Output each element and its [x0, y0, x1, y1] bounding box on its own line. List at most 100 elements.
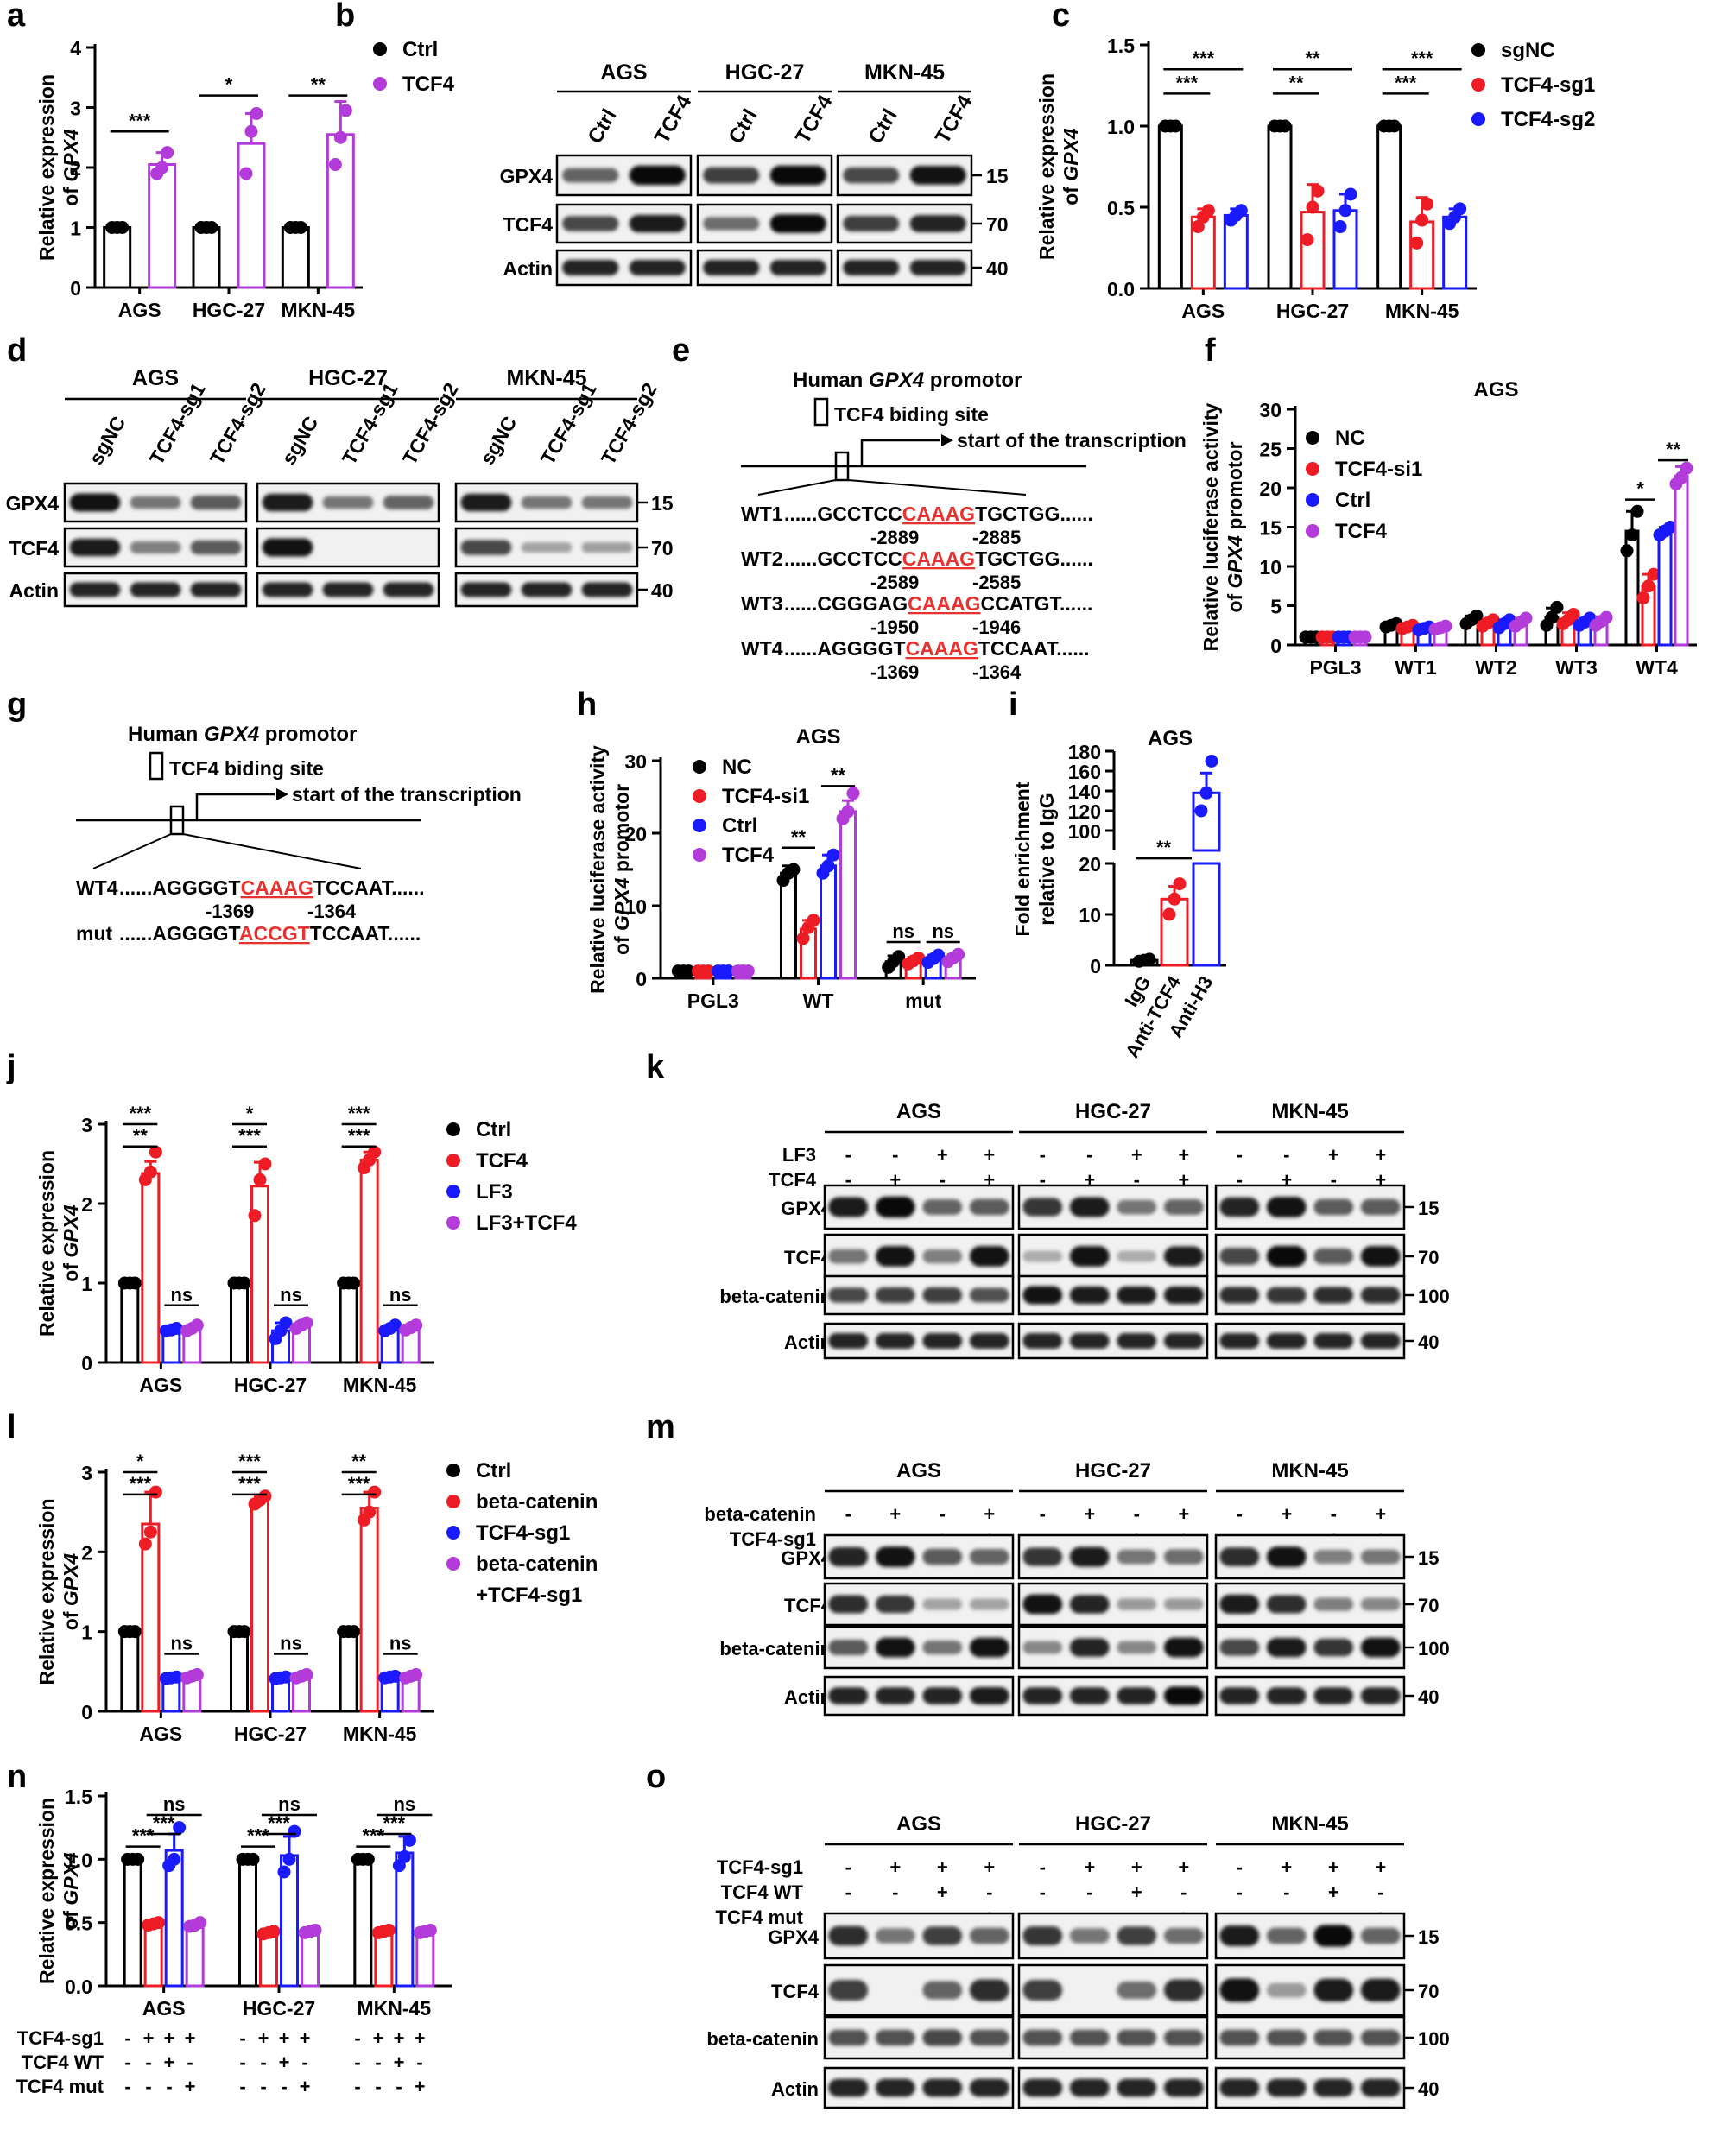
data-point: [368, 1145, 382, 1159]
data-point: [258, 1489, 272, 1503]
data-point: [143, 1525, 157, 1539]
protein-band: [922, 2029, 963, 2046]
lane-label: TCF4-sg1: [145, 379, 210, 469]
protein-band: [1022, 1198, 1063, 1217]
condition-sign: +: [1328, 1856, 1339, 1878]
protein-band: [922, 1548, 963, 1565]
bar: [1223, 213, 1249, 290]
condition-sign: -: [145, 2076, 151, 2097]
significance-label: ***: [348, 1125, 370, 1147]
protein-band: [1117, 1250, 1157, 1262]
row-label: TCF4: [771, 1981, 820, 2002]
protein-band: [1360, 1637, 1401, 1658]
data-point: [1191, 220, 1205, 234]
y-axis-label: Relative luciferase activity: [586, 745, 609, 994]
data-point: [1358, 630, 1372, 644]
zoom-line: [92, 833, 172, 869]
protein-band: [1360, 2078, 1401, 2097]
data-point: [1410, 236, 1424, 250]
significance-label: ***: [238, 1473, 261, 1495]
y-tick-label: 1: [70, 218, 81, 240]
data-point: [932, 948, 946, 962]
data-point: [1311, 184, 1325, 198]
protein-band: [1069, 2029, 1110, 2046]
protein-band: [1022, 1547, 1063, 1566]
protein-band: [69, 538, 121, 557]
protein-band: [875, 2078, 915, 2097]
data-point: [363, 1505, 377, 1519]
protein-band: [1266, 1333, 1307, 1349]
significance-label: **: [831, 764, 846, 786]
protein-band: [322, 582, 374, 597]
condition-sign: -: [1331, 1503, 1337, 1525]
cell-line-label: MKN-45: [864, 60, 945, 85]
x-tick-label: HGC-27: [193, 299, 265, 321]
x-tick-label: HGC-27: [1276, 300, 1349, 322]
data-point: [361, 1852, 375, 1866]
condition-sign: +: [1084, 1503, 1095, 1525]
protein-band: [1266, 1245, 1307, 1268]
x-tick-label: MKN-45: [358, 1997, 432, 2020]
data-point: [1306, 200, 1319, 214]
protein-band: [1313, 1333, 1354, 1349]
protein-band: [383, 582, 434, 597]
lane-label: TCF4: [931, 91, 978, 148]
condition-sign: -: [1040, 1881, 1046, 1903]
protein-band: [1117, 1981, 1157, 2000]
protein-band: [828, 1546, 869, 1567]
y-tick-label: 2: [70, 157, 81, 180]
data-point: [1642, 579, 1655, 593]
legend-marker: [1471, 78, 1485, 92]
sequence-name: WT4: [76, 876, 118, 899]
protein-band: [1022, 1250, 1063, 1262]
protein-band: [1069, 1333, 1110, 1349]
data-point: [1620, 544, 1634, 558]
condition-sign: +: [984, 1503, 995, 1525]
tss-label: start of the transcription: [957, 429, 1187, 452]
row-label: beta-catenin: [719, 1638, 832, 1660]
bar: [1657, 529, 1673, 647]
significance-label: **: [791, 826, 807, 848]
y-tick-label: 1.0: [1107, 116, 1135, 138]
y-axis-label-2: of GPX4: [60, 1852, 82, 1930]
protein-band: [1163, 1637, 1204, 1658]
mw-label: 15: [986, 165, 1009, 187]
protein-band: [969, 1548, 1009, 1565]
panel-letter: i: [1009, 686, 1018, 723]
data-point: [1439, 619, 1452, 633]
bar: [250, 1498, 269, 1713]
western-blot-b: [555, 154, 973, 287]
sequence-name: WT2: [741, 547, 783, 570]
protein-band: [1313, 2029, 1354, 2046]
data-point: [423, 1923, 437, 1937]
y-tick-label: 160: [1068, 761, 1101, 783]
protein-band: [1022, 1594, 1063, 1615]
y-axis-label-2: of GPX4 promotor: [611, 784, 633, 955]
bar: [359, 1507, 379, 1713]
panel-letter: g: [7, 686, 27, 723]
protein-band: [1313, 1287, 1354, 1304]
protein-band: [460, 540, 512, 555]
y-axis-label: Relative expression: [35, 1798, 58, 1984]
condition-sign: +: [1375, 1856, 1386, 1878]
protein-band: [922, 1249, 963, 1264]
mw-label: 100: [1418, 2028, 1450, 2050]
condition-sign: +: [889, 1856, 901, 1878]
condition-sign: -: [281, 2076, 287, 2097]
bar: [1160, 897, 1189, 967]
y-tick-label: 0: [81, 1352, 92, 1375]
panel-letter: l: [7, 1409, 16, 1445]
condition-sign: +: [279, 2027, 290, 2049]
data-point: [397, 1849, 411, 1863]
mw-label: 100: [1418, 1638, 1450, 1660]
protein-band: [521, 541, 573, 553]
data-point: [1333, 220, 1347, 234]
x-tick-label: AGS: [1181, 300, 1225, 322]
condition-label: TCF4 WT: [22, 2052, 104, 2073]
y-tick-label: 20: [1259, 477, 1282, 500]
protein-band: [769, 260, 826, 275]
significance-label: **: [1305, 47, 1320, 69]
significance-label: ***: [1395, 72, 1417, 93]
